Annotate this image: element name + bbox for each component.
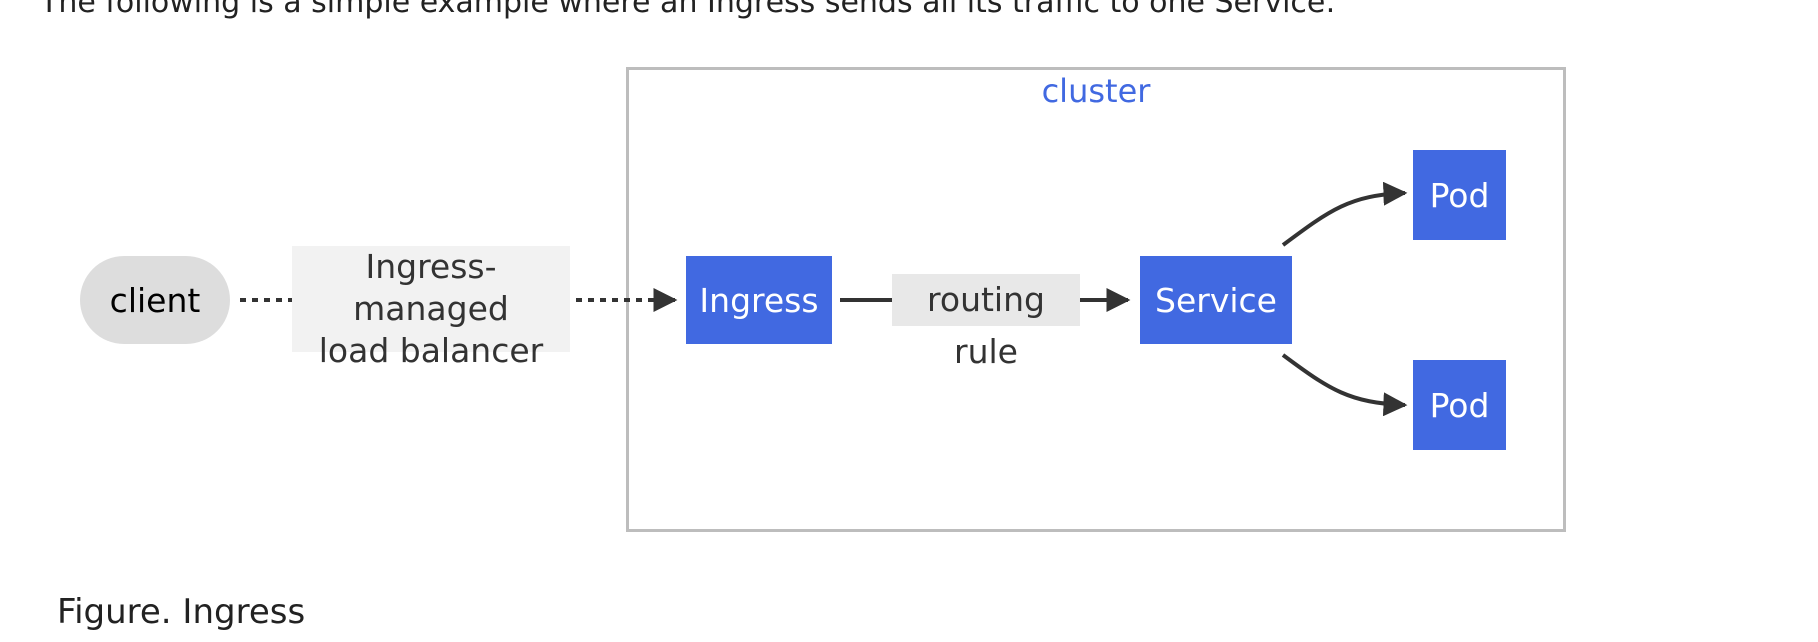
pod-node-top: Pod <box>1413 150 1506 240</box>
lb-label-line2: load balancer <box>318 331 544 370</box>
edge-service-pod-top <box>1281 181 1408 247</box>
service-node: Service <box>1140 256 1292 344</box>
pod-node-bottom: Pod <box>1413 360 1506 450</box>
lb-label-box <box>292 246 570 352</box>
edge-service-pod-bottom <box>1281 353 1408 417</box>
ingress-node: Ingress <box>686 256 832 344</box>
figure-caption: Figure. Ingress <box>57 592 306 632</box>
intro-text: The following is a simple example where … <box>40 0 1336 20</box>
routing-rule-label: routing rule <box>892 274 1080 371</box>
lb-label-line1: Ingress-managed <box>353 247 509 328</box>
cluster-label: cluster <box>1041 72 1151 110</box>
client-node: client <box>80 256 230 344</box>
lb-label: Ingress-managed load balancer <box>292 246 570 372</box>
